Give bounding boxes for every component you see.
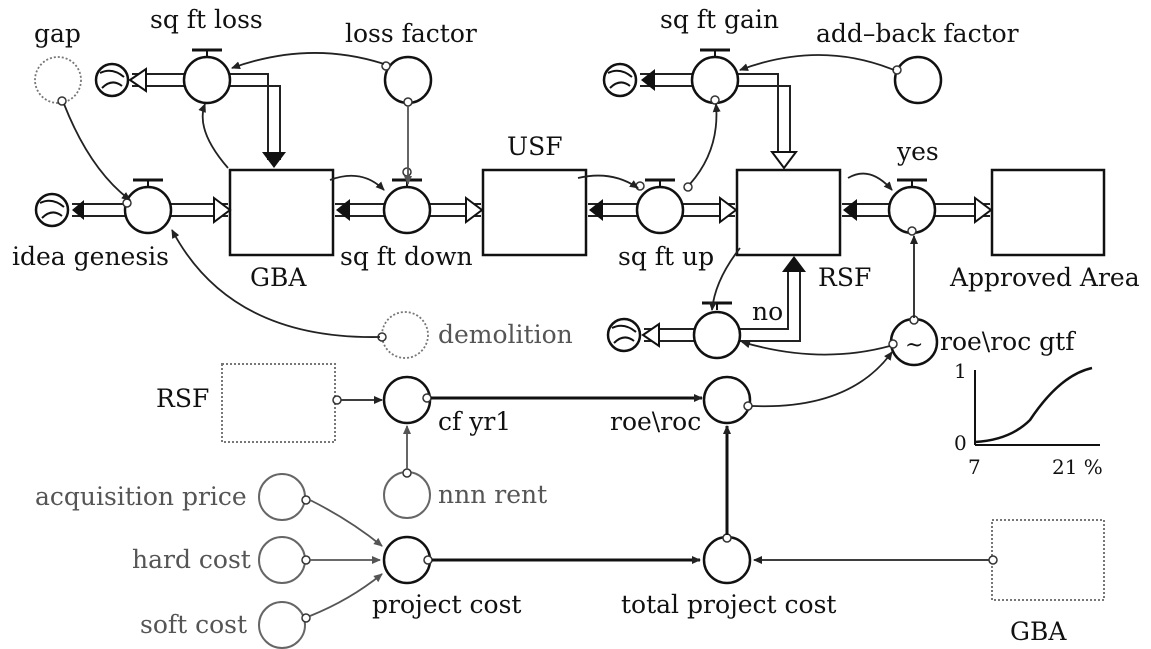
link-soft-cost-to-project-cost bbox=[309, 573, 383, 617]
stock-gba bbox=[228, 168, 335, 257]
label-cf-yr1: cf yr1 bbox=[438, 407, 511, 436]
aux-roe-roc bbox=[702, 375, 753, 425]
gtf-x-tick-7: 7 bbox=[968, 455, 981, 479]
label-total-project-cost: total project cost bbox=[621, 590, 836, 619]
aux-roe-roc-gtf: ~ bbox=[888, 315, 939, 367]
label-usf: USF bbox=[507, 132, 563, 161]
cloud-sink-no bbox=[606, 317, 642, 353]
link-gap-to-idea-genesis bbox=[63, 103, 131, 201]
link-usf-to-sq-ft-up bbox=[577, 174, 639, 189]
label-sq-ft-up: sq ft up bbox=[618, 242, 714, 271]
aux-nnn-rent bbox=[383, 468, 431, 519]
label-nnn-rent: nnn rent bbox=[438, 480, 547, 509]
valve-idea-genesis bbox=[122, 178, 173, 235]
stock-rsf bbox=[735, 168, 842, 257]
label-roe-roc-gtf: roe\roc gtf bbox=[940, 327, 1076, 356]
valve-sq-ft-loss bbox=[182, 48, 232, 105]
pipe-sq-ft-gain bbox=[640, 69, 798, 170]
link-rsf-to-no bbox=[708, 247, 741, 311]
gtf-x-tick-21: 21 % bbox=[1052, 455, 1103, 479]
link-roe-roc-to-gtf bbox=[751, 351, 893, 408]
cloud-sink-loss bbox=[94, 62, 130, 98]
cloud-source-idea-genesis bbox=[34, 192, 70, 228]
label-ghost-gba: GBA bbox=[1010, 617, 1067, 646]
label-yes: yes bbox=[896, 137, 939, 166]
ghost-stock-rsf bbox=[221, 363, 336, 443]
link-loss-factor-to-sq-ft-loss bbox=[231, 52, 385, 70]
aux-demolition bbox=[377, 311, 429, 359]
valve-no bbox=[692, 301, 742, 360]
label-approved-area: Approved Area bbox=[949, 263, 1140, 292]
valve-yes bbox=[887, 178, 937, 236]
aux-hard-cost bbox=[258, 536, 311, 584]
aux-total-project-cost bbox=[702, 533, 752, 585]
label-demolition: demolition bbox=[438, 320, 573, 349]
valve-sq-ft-gain bbox=[690, 48, 740, 105]
label-ghost-rsf: RSF bbox=[156, 384, 209, 413]
label-loss-factor: loss factor bbox=[345, 19, 477, 48]
label-acquisition-price: acquisition price bbox=[35, 482, 247, 511]
link-acquisition-to-project-cost bbox=[309, 499, 383, 547]
pipe-sq-ft-loss bbox=[128, 67, 286, 168]
gtf-graph: 1 0 7 21 % bbox=[954, 359, 1103, 479]
label-idea-genesis: idea genesis bbox=[12, 242, 169, 271]
aux-loss-factor bbox=[381, 55, 433, 107]
label-hard-cost: hard cost bbox=[132, 545, 251, 574]
ghost-stock-gba bbox=[991, 519, 1105, 601]
label-soft-cost: soft cost bbox=[140, 610, 247, 639]
aux-project-cost bbox=[382, 535, 433, 585]
cloud-source-gain bbox=[602, 62, 638, 98]
link-add-back-to-sq-ft-gain bbox=[739, 54, 895, 71]
link-gba-to-sq-ft-down bbox=[329, 174, 385, 191]
label-sq-ft-gain: sq ft gain bbox=[660, 5, 779, 34]
aux-soft-cost bbox=[258, 601, 311, 649]
link-demolition-to-idea-genesis bbox=[171, 229, 381, 338]
label-roe-roc: roe\roc bbox=[610, 407, 701, 436]
svg-text:~: ~ bbox=[905, 333, 923, 358]
label-sq-ft-loss: sq ft loss bbox=[150, 5, 263, 34]
aux-cf-yr1 bbox=[382, 375, 432, 425]
stock-approved-area bbox=[990, 168, 1106, 257]
link-rsf-to-yes bbox=[847, 172, 893, 191]
stock-usf bbox=[481, 168, 588, 257]
label-gap: gap bbox=[34, 19, 81, 48]
label-gba: GBA bbox=[250, 263, 307, 292]
aux-acquisition-price bbox=[258, 473, 311, 521]
link-gtf-to-no bbox=[741, 340, 891, 356]
aux-gap bbox=[34, 56, 82, 106]
label-sq-ft-down: sq ft down bbox=[340, 242, 473, 271]
gtf-y-tick-1: 1 bbox=[954, 359, 967, 383]
link-sq-ft-up-to-sq-ft-gain bbox=[689, 103, 721, 185]
link-gba-to-sq-ft-loss bbox=[198, 103, 229, 169]
label-project-cost: project cost bbox=[372, 590, 521, 619]
valve-sq-ft-down bbox=[382, 167, 432, 235]
label-no: no bbox=[752, 297, 783, 326]
gtf-y-tick-0: 0 bbox=[954, 431, 967, 455]
label-rsf: RSF bbox=[818, 263, 871, 292]
aux-add-back-factor bbox=[892, 55, 943, 105]
label-add-back-factor: add–back factor bbox=[816, 19, 1019, 48]
valve-sq-ft-up bbox=[635, 178, 693, 235]
